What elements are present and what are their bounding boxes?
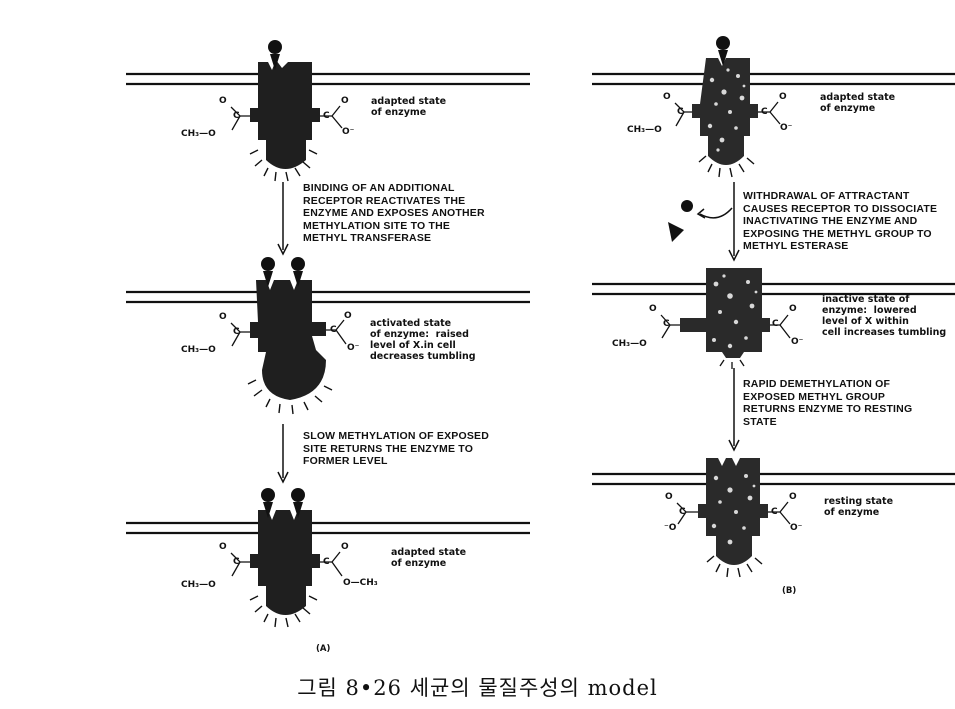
state-label-a-adapted-top: adapted state of enzyme: [371, 96, 447, 118]
enzyme-a1: [249, 40, 320, 182]
chem-a3-c-right: C: [323, 557, 330, 567]
chem-b1-o-left: O: [663, 92, 671, 102]
state-label-b-adapted: adapted state of enzyme: [820, 92, 896, 114]
chem-b1-c-left: C: [677, 107, 684, 117]
process-arrows: [277, 182, 740, 484]
dissociated-attractant: [668, 200, 693, 242]
chem-bonds: [230, 101, 791, 577]
step-b2-text: RAPID DEMETHYLATION OF EXPOSED METHYL GR…: [743, 378, 913, 428]
chem-b1-c-right: C: [761, 107, 768, 117]
chem-a2-o-right: O: [344, 311, 352, 321]
chem-a2-ch3o: CH₃—O: [181, 345, 216, 355]
enzyme-b1: [692, 36, 758, 178]
state-label-a-adapted-bottom: adapted state of enzyme: [391, 547, 467, 569]
chem-b3-minus-o: ⁻O: [664, 523, 677, 533]
state-label-a-activated: activated state of enzyme: raised level …: [370, 318, 476, 362]
chem-b2-ch3o: CH₃—O: [612, 339, 647, 349]
enzyme-a2: [247, 257, 333, 415]
chem-a1-c-left: C: [233, 111, 240, 121]
chem-a3-o-right: O: [341, 542, 349, 552]
chem-a3-o-left: O: [219, 542, 227, 552]
chem-a1-c-right: C: [323, 111, 330, 121]
chem-a3-c-left: C: [233, 557, 240, 567]
step-a1-text: BINDING OF AN ADDITIONAL RECEPTOR REACTI…: [303, 182, 485, 244]
panel-tag-b: (B): [782, 586, 797, 596]
step-b1-text: WITHDRAWAL OF ATTRACTANT CAUSES RECEPTOR…: [743, 190, 938, 252]
chem-a3-och3: O—CH₃: [343, 578, 378, 588]
chem-b3-c-left: C: [679, 507, 686, 517]
chem-b3-o-right: O: [789, 492, 797, 502]
membrane-b2: [592, 282, 955, 296]
membrane-b1: [592, 72, 955, 86]
chem-b3-o-left: O: [665, 492, 673, 502]
chem-b1-o-right: O: [779, 92, 787, 102]
panel-tag-a: (A): [316, 644, 331, 654]
chem-b2-o-left: O: [649, 304, 657, 314]
step-a2-text: SLOW METHYLATION OF EXPOSED SITE RETURNS…: [303, 430, 490, 467]
chem-b1-o-minus: O⁻: [780, 123, 793, 133]
chem-b2-c-left: C: [663, 319, 670, 329]
figure-caption: 그림 8•26 세균의 물질주성의 model: [297, 676, 658, 700]
chem-a2-o-left: O: [219, 312, 227, 322]
chem-a1-o-minus: O⁻: [342, 127, 355, 137]
chem-a2-c-right: C: [330, 325, 337, 335]
enzyme-a3: [249, 488, 320, 628]
chem-a1-ch3o: CH₃—O: [181, 129, 216, 139]
chem-a2-c-left: C: [233, 327, 240, 337]
chem-b3-c-right: C: [771, 507, 778, 517]
chem-b2-o-minus: O⁻: [791, 337, 804, 347]
chem-b2-c-right: C: [772, 319, 779, 329]
chem-a3-ch3o: CH₃—O: [181, 580, 216, 590]
chem-b1-ch3o: CH₃—O: [627, 125, 662, 135]
membrane-b3: [592, 472, 955, 486]
chem-b3-o-minus: O⁻: [790, 523, 803, 533]
state-label-b-inactive: inactive state of enzyme: lowered level …: [822, 294, 947, 338]
enzyme-b2: [680, 268, 770, 369]
chem-b2-o-right: O: [789, 304, 797, 314]
chem-a1-o-left: O: [219, 96, 227, 106]
chem-a2-o-minus: O⁻: [347, 343, 360, 353]
membrane-a2: [126, 290, 530, 304]
membrane-a3: [126, 521, 530, 535]
membrane-a1: [126, 72, 530, 86]
state-label-b-resting: resting state of enzyme: [824, 496, 894, 518]
enzyme-b3: [698, 458, 768, 578]
chem-a1-o-right: O: [341, 96, 349, 106]
